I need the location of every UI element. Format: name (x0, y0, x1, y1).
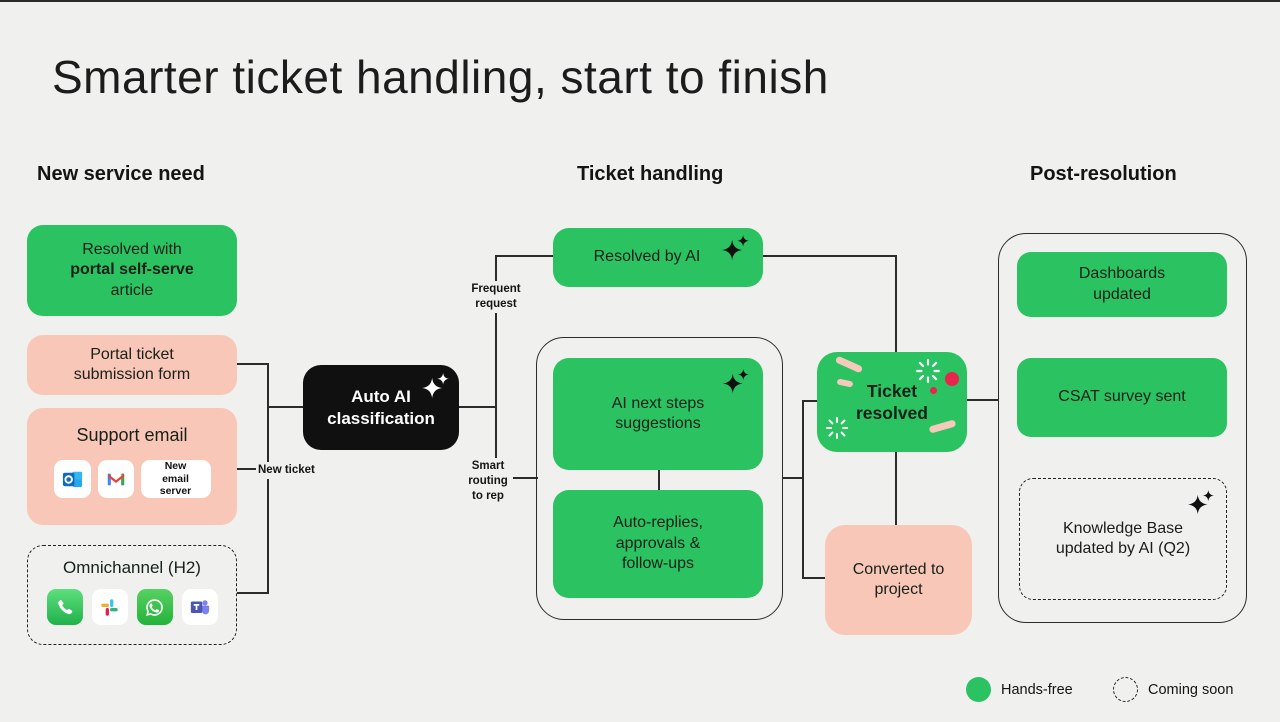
node-auto-ai-classification: Auto AI classification (303, 365, 459, 450)
connector-into-resolved-by-ai (495, 255, 555, 257)
node-support-email: Support email New email server (27, 408, 237, 525)
node-ticket-resolved: Ticket resolved (817, 352, 967, 452)
legend-hands-free: Hands-free (966, 677, 1073, 702)
connector-into-converted (802, 577, 826, 579)
node-auto-replies: Auto-replies, approvals & follow-ups (553, 490, 763, 598)
connector-container-right (783, 477, 804, 479)
top-edge-bar (0, 0, 1280, 2)
connector-smart-routing (495, 477, 538, 479)
support-email-icons: New email server (53, 460, 211, 499)
node-csat-survey: CSAT survey sent (1017, 358, 1227, 437)
confetti-dash (836, 378, 854, 388)
resolved-by-ai-label: Resolved by AI (593, 248, 701, 266)
slack-chip (91, 589, 128, 625)
node-dashboards-updated: Dashboards updated (1017, 252, 1227, 317)
confetti-dash (834, 355, 864, 374)
auto-replies-label: Auto-replies, approvals & follow-ups (613, 514, 703, 573)
whatsapp-chip (136, 589, 173, 625)
connector-ticket-resolved-down (895, 452, 897, 526)
confetti-dot (930, 387, 937, 394)
outlook-chip (53, 460, 91, 499)
ai-sparkle-icon (722, 234, 749, 261)
resolved-portal-line3: article (110, 281, 154, 299)
ai-next-steps-label: AI next steps suggestions (611, 394, 705, 432)
dashboards-updated-label: Dashboards updated (1078, 265, 1166, 303)
outlook-icon (62, 471, 82, 487)
edge-label-new-ticket: New ticket (256, 462, 317, 479)
connector-mid-trunk (495, 256, 497, 479)
connector-auto-ai-right (459, 406, 497, 408)
connector-resolved-by-ai-right (763, 255, 897, 257)
legend-coming-soon: Coming soon (1113, 677, 1233, 702)
connector-right-trunk (802, 400, 804, 579)
portal-ticket-form-label: Portal ticket submission form (73, 345, 191, 383)
csat-survey-label: CSAT survey sent (1058, 388, 1186, 406)
ticket-resolved-line2: resolved (856, 403, 928, 423)
hands-free-label: Hands-free (1001, 681, 1073, 698)
confetti-dot (945, 372, 959, 386)
whatsapp-icon (146, 598, 163, 616)
connector-into-ticket-resolved (802, 400, 818, 402)
connector-omnichannel-right (237, 592, 269, 594)
resolved-portal-line2: portal self-serve (70, 261, 194, 279)
column-header-post-resolution: Post-resolution (1030, 163, 1177, 185)
edge-label-frequent-request: Frequent request (467, 281, 525, 313)
auto-ai-line2: classification (327, 408, 435, 428)
ai-sparkle-icon (422, 372, 449, 399)
ai-sparkle-icon (1188, 489, 1214, 515)
post-resolution-container (998, 233, 1247, 623)
column-header-ticket-handling: Ticket handling (577, 163, 724, 185)
new-email-server-chip: New email server (140, 460, 211, 499)
ticket-resolved-line1: Ticket (866, 380, 918, 401)
column-header-new-service-need: New service need (37, 163, 205, 185)
ticket-handling-container (536, 337, 783, 620)
omnichannel-icons (46, 589, 218, 625)
resolved-portal-line1: Resolved with (82, 240, 182, 258)
new-email-server-label: New email server (159, 460, 192, 498)
connector-next-steps-to-auto-replies (658, 468, 660, 492)
connector-down-to-ticket-resolved (895, 255, 897, 353)
slack-icon (101, 598, 118, 616)
node-omnichannel: Omnichannel (H2) (27, 545, 237, 645)
phone-chip (46, 589, 83, 625)
ai-sparkle-icon (723, 368, 749, 394)
connector-support-email-right (237, 468, 259, 470)
starburst-icon (826, 417, 848, 439)
hands-free-dot-icon (966, 677, 991, 702)
node-knowledge-base: Knowledge Base updated by AI (Q2) (1019, 478, 1227, 600)
coming-soon-label: Coming soon (1148, 681, 1234, 698)
node-resolved-by-ai: Resolved by AI (553, 228, 763, 287)
edge-label-smart-routing: Smart routing to rep (463, 458, 513, 505)
teams-icon (190, 600, 209, 615)
confetti-dash (928, 419, 957, 434)
coming-soon-dot-icon (1113, 677, 1138, 702)
node-portal-ticket-form: Portal ticket submission form (27, 335, 237, 395)
gmail-icon (107, 473, 124, 486)
knowledge-base-label: Knowledge Base updated by AI (Q2) (1055, 519, 1191, 557)
gmail-chip (97, 460, 134, 499)
converted-to-project-label: Converted to project (852, 560, 945, 598)
node-converted-to-project: Converted to project (825, 525, 972, 635)
auto-ai-line1: Auto AI (351, 386, 411, 406)
connector-into-auto-ai (267, 406, 305, 408)
node-ai-next-steps: AI next steps suggestions (553, 358, 763, 470)
page-title: Smarter ticket handling, start to finish (52, 51, 829, 103)
support-email-title: Support email (76, 425, 188, 445)
omnichannel-title: Omnichannel (H2) (63, 558, 201, 577)
connector-ticket-resolved-right (967, 399, 999, 401)
teams-chip (181, 589, 218, 625)
starburst-icon (916, 359, 940, 383)
connector-portal-form-right (237, 363, 269, 365)
phone-icon (58, 599, 73, 614)
node-resolved-portal-self-serve: Resolved with portal self-serve article (27, 225, 237, 316)
